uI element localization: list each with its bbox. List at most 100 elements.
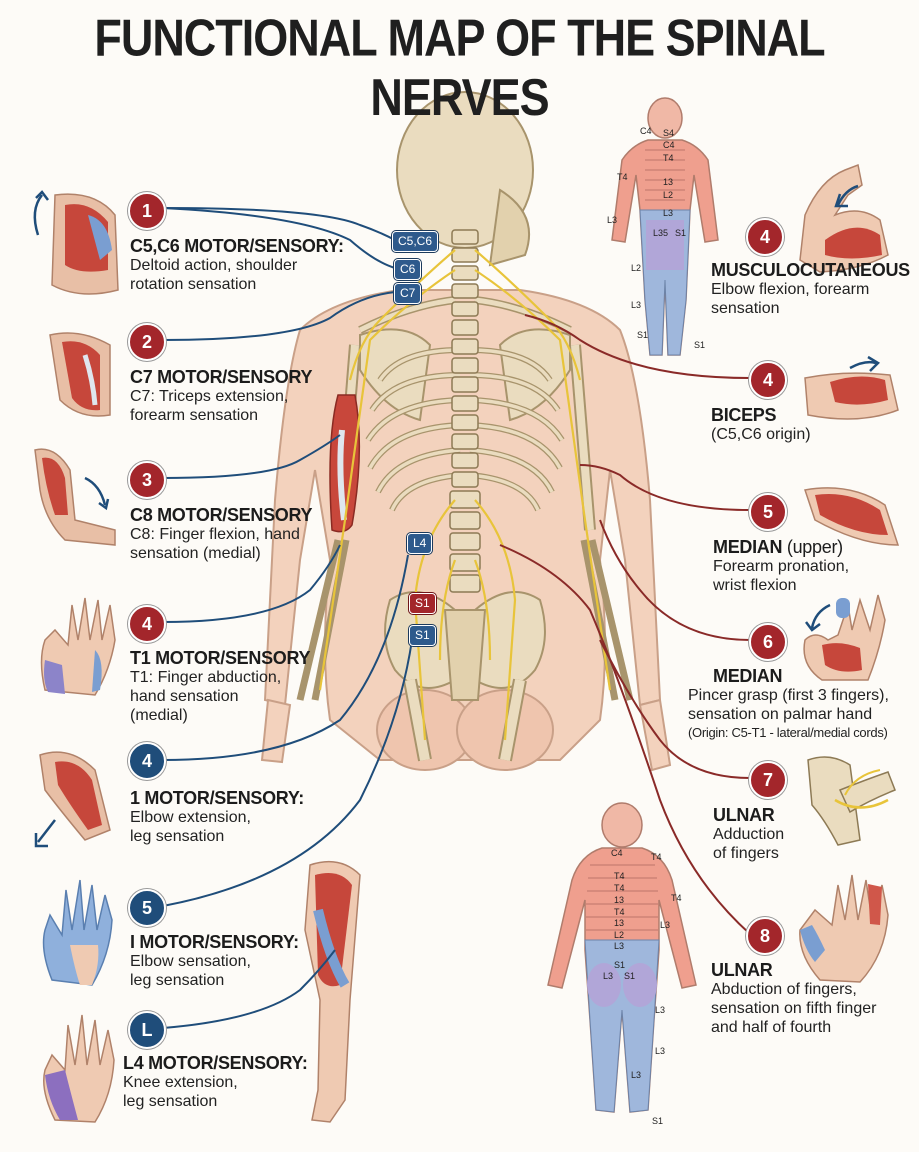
thumb-leg-calf bbox=[34, 751, 111, 848]
badge-left-7: L bbox=[128, 1011, 166, 1049]
derm-top-label: T4 bbox=[617, 172, 628, 182]
derm-top-label: T4 bbox=[663, 153, 674, 163]
spine-tag-s1-red: S1 bbox=[409, 593, 436, 614]
badge-right-1: 4 bbox=[746, 218, 784, 256]
spine-tag-s1-blue: S1 bbox=[409, 625, 436, 646]
thumb-leg-knee bbox=[304, 860, 361, 1123]
label-right-1-heading: MUSCULOCUTANEOUS bbox=[711, 260, 910, 280]
thumb-pincer-hand bbox=[803, 594, 886, 681]
label-right-1: MUSCULOCUTANEOUS Elbow flexion, forearm … bbox=[711, 260, 911, 319]
badge-right-4: 6 bbox=[749, 623, 787, 661]
label-left-6-desc: Elbow sensation, leg sensation bbox=[130, 953, 251, 990]
label-right-5-heading: ULNAR bbox=[713, 805, 775, 825]
derm-top-label: L2 bbox=[631, 263, 642, 273]
label-right-6-heading: ULNAR bbox=[711, 960, 773, 980]
spine-tag-l4: L4 bbox=[407, 533, 433, 554]
derm-top-label: L3 bbox=[663, 208, 674, 218]
derm-top-label: L2 bbox=[663, 190, 674, 200]
derm-top-label: S1 bbox=[637, 330, 649, 340]
label-right-3-heading: MEDIAN (upper) bbox=[713, 537, 843, 557]
label-right-4-note: (Origin: C5-T1 - lateral/medial cords) bbox=[688, 724, 888, 740]
derm-bottom-label: 13 bbox=[614, 918, 625, 928]
derm-bottom-label: L3 bbox=[603, 971, 614, 981]
badge-right-2: 4 bbox=[749, 361, 787, 399]
label-left-5-heading: 1 MOTOR/SENSORY: bbox=[130, 788, 304, 808]
badge-left-3: 3 bbox=[128, 461, 166, 499]
badge-right-5: 7 bbox=[749, 761, 787, 799]
label-right-5-desc: Adduction of fingers bbox=[713, 826, 785, 863]
thumb-elbow-joint bbox=[807, 756, 896, 846]
label-left-7-desc: Knee extension, leg sensation bbox=[123, 1074, 238, 1111]
label-left-3: C8 MOTOR/SENSORY C8: Finger flexion, han… bbox=[130, 505, 370, 564]
derm-top-label: L3 bbox=[607, 215, 618, 225]
spine-tag-c7: C7 bbox=[394, 283, 422, 304]
thumb-upper-arm bbox=[49, 332, 111, 417]
derm-bottom-label: L3 bbox=[655, 1046, 666, 1056]
derm-top-label: S1 bbox=[675, 228, 687, 238]
dermatome-figure-bottom bbox=[547, 802, 697, 1113]
badge-left-2: 2 bbox=[128, 323, 166, 361]
derm-bottom-label: L3 bbox=[660, 920, 671, 930]
badge-left-6: 5 bbox=[128, 889, 166, 927]
central-figure bbox=[260, 91, 672, 772]
label-left-3-desc: C8: Finger flexion, hand sensation (medi… bbox=[130, 526, 300, 563]
derm-bottom-label: L3 bbox=[614, 941, 625, 951]
label-right-1-desc: Elbow flexion, forearm sensation bbox=[711, 281, 870, 318]
label-left-6: I MOTOR/SENSORY: Elbow sensation, leg se… bbox=[130, 932, 370, 991]
derm-bottom-label: C4 bbox=[611, 848, 623, 858]
spine-tag-c5c6: C5,C6 bbox=[392, 231, 439, 252]
label-right-2: BICEPS (C5,C6 origin) bbox=[711, 405, 911, 445]
label-left-2: C7 MOTOR/SENSORY C7: Triceps extension, … bbox=[130, 367, 370, 426]
dermatome-figure-top bbox=[611, 97, 719, 356]
thumb-ulnar-hand bbox=[799, 874, 889, 983]
label-right-6: ULNAR Abduction of fingers, sensation on… bbox=[711, 960, 911, 1038]
derm-top-label: L3 bbox=[631, 300, 642, 310]
thumb-biceps-arm bbox=[804, 355, 899, 420]
derm-top-label: 13 bbox=[663, 177, 674, 187]
derm-bottom-label: L2 bbox=[614, 930, 625, 940]
derm-bottom-label: L3 bbox=[655, 1005, 666, 1015]
derm-bottom-label: T4 bbox=[651, 852, 662, 862]
label-right-4-heading: MEDIAN bbox=[713, 666, 783, 686]
badge-right-3: 5 bbox=[749, 493, 787, 531]
label-left-2-heading: C7 MOTOR/SENSORY bbox=[130, 367, 313, 387]
derm-bottom-label: S1 bbox=[652, 1116, 664, 1126]
label-left-1-desc: Deltoid action, shoulder rotation sensat… bbox=[130, 257, 298, 294]
label-right-6-desc: Abduction of fingers, sensation on fifth… bbox=[711, 981, 877, 1036]
label-left-3-heading: C8 MOTOR/SENSORY bbox=[130, 505, 313, 525]
label-left-4: T1 MOTOR/SENSORY T1: Finger abduction, h… bbox=[130, 648, 370, 726]
label-right-4-desc: Pincer grasp (first 3 fingers), sensatio… bbox=[688, 687, 889, 724]
derm-bottom-label: T4 bbox=[614, 871, 625, 881]
derm-bottom-label: T4 bbox=[614, 883, 625, 893]
thumb-hand-3 bbox=[43, 1014, 115, 1123]
thumb-hand-1 bbox=[40, 597, 116, 696]
badge-left-5: 4 bbox=[128, 742, 166, 780]
thumb-elbow-flex bbox=[34, 448, 116, 546]
label-left-5: 1 MOTOR/SENSORY: Elbow extension, leg se… bbox=[130, 788, 370, 847]
label-right-3-desc: Forearm pronation, wrist flexion bbox=[713, 558, 850, 595]
badge-right-6: 8 bbox=[746, 917, 784, 955]
label-left-6-heading: I MOTOR/SENSORY: bbox=[130, 932, 299, 952]
badge-left-4: 4 bbox=[128, 605, 166, 643]
label-left-4-heading: T1 MOTOR/SENSORY bbox=[130, 648, 311, 668]
thumb-hand-2 bbox=[42, 879, 113, 986]
badge-left-1: 1 bbox=[128, 192, 166, 230]
label-left-1: C5,C6 MOTOR/SENSORY: Deltoid action, sho… bbox=[130, 236, 370, 295]
derm-bottom-label: 13 bbox=[614, 895, 625, 905]
label-right-3: MEDIAN (upper) Forearm pronation, wrist … bbox=[713, 537, 913, 596]
label-left-7: L4 MOTOR/SENSORY: Knee extension, leg se… bbox=[123, 1053, 363, 1112]
thumb-shoulder bbox=[33, 190, 119, 295]
label-left-7-heading: L4 MOTOR/SENSORY: bbox=[123, 1053, 308, 1073]
thumb-flexed-arm bbox=[799, 163, 889, 273]
label-left-5-desc: Elbow extension, leg sensation bbox=[130, 809, 251, 846]
derm-top-label: S1 bbox=[694, 340, 706, 350]
label-right-2-desc: (C5,C6 origin) bbox=[711, 426, 811, 444]
label-right-2-heading: BICEPS bbox=[711, 405, 777, 425]
label-right-5: ULNAR Adduction of fingers bbox=[713, 805, 813, 864]
derm-bottom-label: S1 bbox=[624, 971, 636, 981]
derm-top-label: C4 bbox=[640, 126, 652, 136]
derm-bottom-label: T4 bbox=[671, 893, 682, 903]
derm-top-label: C4 bbox=[663, 140, 675, 150]
